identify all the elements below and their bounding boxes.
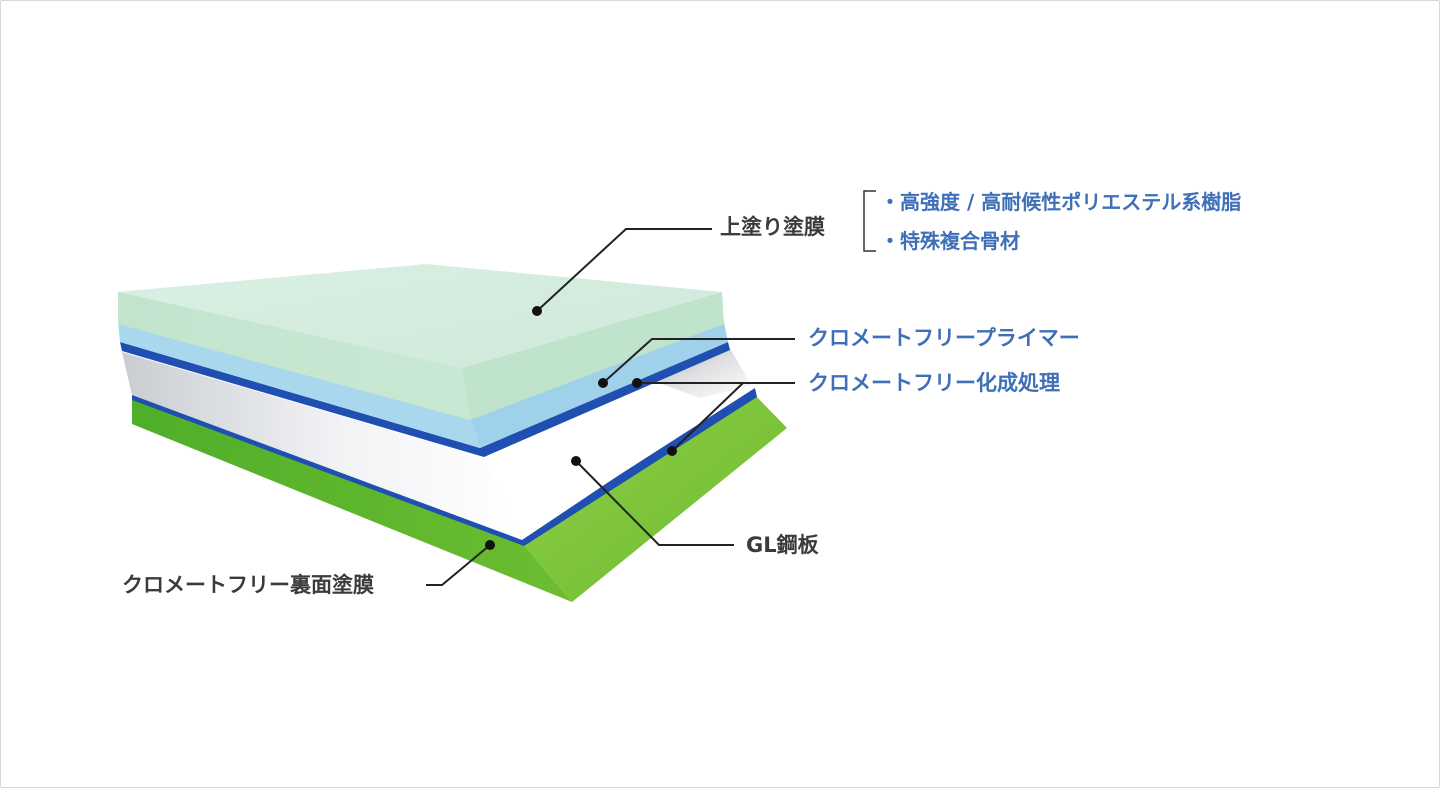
steel-top-cut	[484, 347, 752, 540]
steel-dot	[571, 456, 581, 466]
back-coat-layer	[132, 395, 787, 602]
steel-peel-shadow	[640, 345, 752, 398]
back-coat-label: クロメートフリー裏面塗膜	[122, 573, 374, 597]
primer-front-face	[118, 322, 480, 448]
topcoat-dot	[532, 306, 542, 316]
back-coat-dot	[485, 540, 495, 550]
topcoat-spec-2: ・特殊複合骨材	[880, 229, 1020, 253]
back-coat-front-face	[132, 398, 572, 602]
steel-leader	[575, 460, 734, 546]
steel-label: GL鋼板	[746, 533, 819, 557]
top-treatment-line	[120, 342, 730, 457]
topcoat-front-face	[118, 292, 470, 420]
topcoat-leader	[536, 228, 712, 312]
topcoat-spec-1: ・高強度 / 高耐候性ポリエステル系樹脂	[880, 190, 1242, 214]
spec-bracket	[863, 190, 876, 252]
topcoat-layer	[118, 264, 724, 420]
leader-dots	[485, 306, 677, 550]
back-coat-leader	[426, 544, 491, 586]
primer-dot	[598, 378, 608, 388]
primer-leader	[602, 338, 795, 384]
steel-front-face	[122, 352, 522, 540]
steel-layer	[122, 345, 752, 540]
back-coat-right-face	[524, 395, 787, 602]
treatment-dot-top	[632, 378, 642, 388]
chemical-treatment-label: クロメートフリー化成処理	[808, 371, 1060, 395]
treatment-leader-bottom	[671, 382, 744, 452]
topcoat-top-face	[118, 264, 722, 368]
bottom-treatment-line	[132, 388, 757, 546]
topcoat-right-face	[462, 292, 724, 420]
topcoat-label: 上塗り塗膜	[720, 215, 825, 239]
leader-lines	[426, 228, 795, 586]
primer-label: クロメートフリープライマー	[808, 326, 1080, 350]
treatment-dot-bottom	[667, 446, 677, 456]
